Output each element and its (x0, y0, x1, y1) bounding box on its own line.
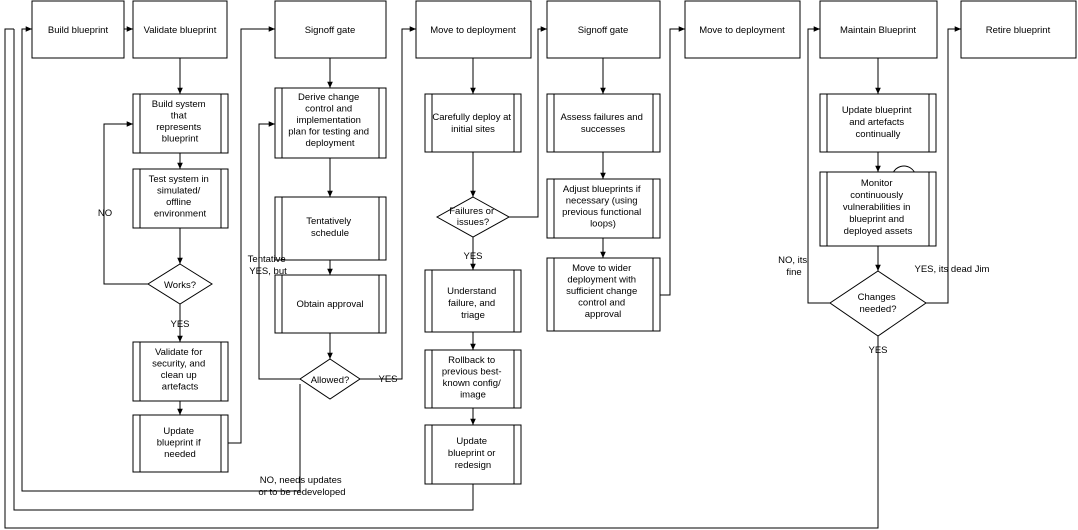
process-validate-security-text: Validate for security, and clean up arte… (152, 347, 208, 393)
label-yes-allowed: YES (378, 374, 397, 385)
process-validate-security: Validate for security, and clean up arte… (132, 341, 229, 402)
stage-validate-blueprint-label: Validate blueprint (144, 25, 217, 36)
label-yes-dead-jim: YES, its dead Jim (915, 264, 990, 275)
process-update-blueprint-if-needed: Update blueprint if needed (132, 414, 229, 473)
stage-move-to-deployment-2: Move to deployment (684, 0, 801, 59)
process-carefully-deploy: Carefully deploy at initial sites (424, 93, 522, 153)
process-boxes: Build system that represents blueprint T… (132, 87, 937, 485)
label-tentative-yes: Tentative YES, but (248, 254, 289, 277)
decision-works: Works? (147, 263, 213, 305)
process-obtain-approval: Obtain approval (274, 274, 387, 334)
process-monitor-vulnerabilities: Monitor continuously vulnerabilities in … (819, 171, 937, 247)
process-move-to-wider: Move to wider deployment with sufficient… (546, 257, 661, 332)
process-obtain-approval-text: Obtain approval (296, 299, 363, 310)
edge-labels: NO YES Tentative YES, but YES NO, needs … (98, 208, 990, 498)
stage-build-blueprint-label: Build blueprint (48, 25, 109, 36)
label-yes-failures: YES (463, 251, 482, 262)
process-update-blueprint-if-needed-text: Update blueprint if needed (157, 426, 203, 460)
stage-validate-blueprint: Validate blueprint (132, 0, 228, 59)
stage-row: Build blueprint Validate blueprint Signo… (31, 0, 1077, 59)
process-update-artefacts-text: Update blueprint and artefacts continual… (842, 105, 914, 140)
stage-retire-blueprint: Retire blueprint (960, 0, 1077, 59)
process-carefully-deploy-text: Carefully deploy at initial sites (432, 112, 513, 135)
process-assess-failures-text: Assess failures and successes (560, 112, 645, 135)
stage-move-to-deployment-1: Move to deployment (415, 0, 532, 59)
stage-signoff-gate-1: Signoff gate (274, 0, 387, 59)
process-test-system-text: Test system in simulated/ offline enviro… (149, 174, 212, 220)
decision-changes-needed: Changes needed? (829, 270, 927, 337)
connectors (4, 26, 961, 529)
process-rollback: Rollback to previous best- known config/… (424, 349, 522, 409)
label-no-works: NO (98, 208, 112, 219)
decision-allowed-text: Allowed? (311, 375, 350, 386)
stage-maintain-blueprint: Maintain Blueprint (819, 0, 938, 59)
process-update-or-redesign-text: Update blueprint or redesign (448, 436, 498, 471)
decision-failures-or-issues: Failures or issues? (435, 196, 511, 238)
label-no-its-fine: NO, its fine (778, 255, 810, 278)
label-no-needs-updates: NO, needs updates or to be redeveloped (258, 475, 345, 498)
process-rollback-text: Rollback to previous best- known config/… (442, 355, 504, 401)
decisions: Works? Allowed? Failures or issues? Chan… (147, 196, 927, 400)
process-update-artefacts: Update blueprint and artefacts continual… (819, 93, 937, 153)
process-move-to-wider-text: Move to wider deployment with sufficient… (566, 263, 640, 320)
stage-build-blueprint: Build blueprint (31, 0, 125, 59)
label-yes-changes: YES (868, 345, 887, 356)
stage-signoff-gate-2-label: Signoff gate (578, 25, 629, 36)
stage-maintain-blueprint-label: Maintain Blueprint (840, 25, 916, 36)
process-derive-change-control: Derive change control and implementation… (274, 87, 387, 159)
stage-signoff-gate-1-label: Signoff gate (305, 25, 356, 36)
process-monitor-vulnerabilities-text: Monitor continuously vulnerabilities in … (843, 178, 913, 237)
process-understand-failure: Understand failure, and triage (424, 269, 522, 333)
process-assess-failures: Assess failures and successes (546, 93, 661, 153)
label-yes-works: YES (170, 319, 189, 330)
process-derive-change-control-text: Derive change control and implementation… (288, 92, 371, 149)
stage-move-to-deployment-1-label: Move to deployment (430, 25, 516, 36)
process-adjust-blueprints-text: Adjust blueprints if necessary (using pr… (562, 184, 644, 230)
decision-changes-needed-text: Changes needed? (858, 292, 899, 315)
stage-move-to-deployment-2-label: Move to deployment (699, 25, 785, 36)
decision-allowed: Allowed? (299, 358, 361, 400)
decision-works-text: Works? (164, 280, 196, 291)
process-update-or-redesign: Update blueprint or redesign (424, 424, 522, 485)
process-tentatively-schedule-text: Tentatively schedule (306, 216, 354, 239)
stage-retire-blueprint-label: Retire blueprint (986, 25, 1051, 36)
process-adjust-blueprints: Adjust blueprints if necessary (using pr… (546, 178, 661, 239)
stage-signoff-gate-2: Signoff gate (546, 0, 661, 59)
process-understand-failure-text: Understand failure, and triage (447, 286, 499, 321)
process-tentatively-schedule: Tentatively schedule (274, 196, 387, 261)
process-build-system-text: Build system that represents blueprint (152, 99, 209, 145)
process-test-system: Test system in simulated/ offline enviro… (132, 168, 229, 229)
decision-failures-or-issues-text: Failures or issues? (449, 206, 497, 228)
process-build-system: Build system that represents blueprint (132, 93, 229, 154)
